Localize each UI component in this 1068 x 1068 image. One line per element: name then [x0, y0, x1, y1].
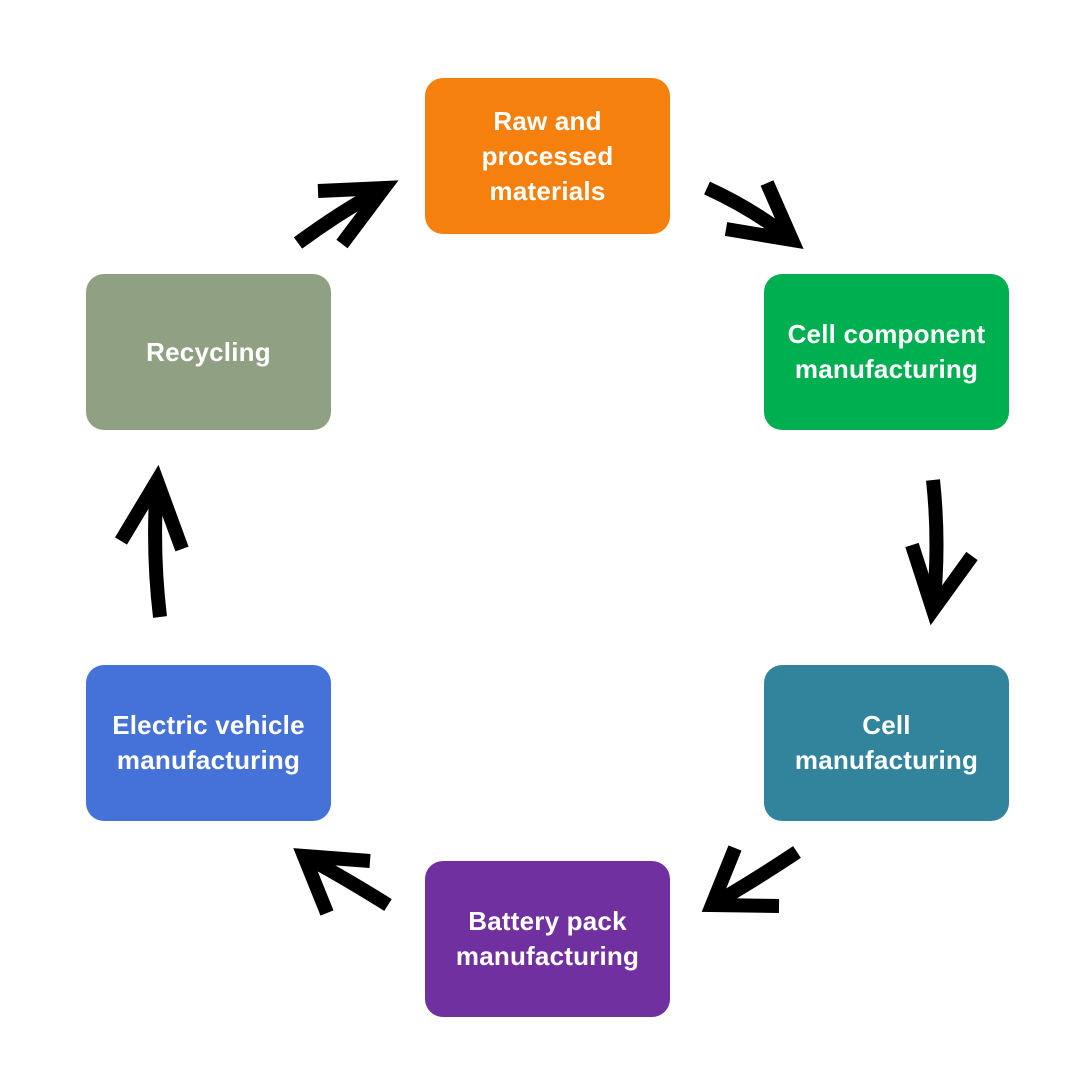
arrow-component-to-cell — [905, 479, 978, 626]
node-cell-manufacturing: Cell manufacturing — [764, 665, 1009, 821]
node-label: Recycling — [146, 336, 271, 367]
node-label: Cell manufacturing — [794, 710, 979, 775]
node-battery-pack-manufacturing: Battery pack manufacturing — [425, 861, 670, 1017]
arrow-cell-to-pack — [701, 845, 801, 913]
arrow-ev-to-recycle — [114, 464, 189, 618]
node-electric-vehicle-manufacturing: Electric vehicle manufacturing — [86, 665, 331, 821]
arrow-recycle-to-raw — [293, 180, 399, 249]
node-recycling: Recycling — [86, 274, 331, 430]
node-raw-materials: Raw and processed materials — [425, 78, 670, 234]
node-label: Electric vehicle manufacturing — [112, 710, 305, 775]
node-label: Raw and processed materials — [481, 105, 614, 206]
arrow-pack-to-ev — [293, 848, 392, 916]
node-label: Battery pack manufacturing — [455, 906, 640, 971]
node-cell-component-manufacturing: Cell component manufacturing — [764, 274, 1009, 430]
node-label: Cell component manufacturing — [787, 319, 986, 384]
arrow-raw-to-component — [704, 180, 804, 250]
